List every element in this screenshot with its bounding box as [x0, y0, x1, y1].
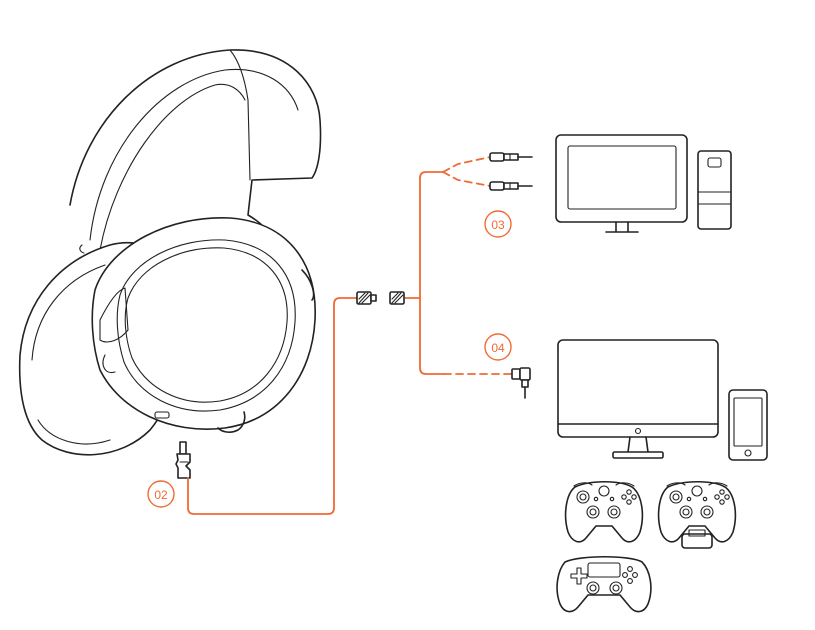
badge-03: 03: [484, 210, 512, 238]
badge-02-label: 02: [154, 488, 168, 502]
badge-04-label: 04: [491, 341, 505, 355]
smartphone-icon: [728, 389, 768, 461]
monitor-icon: [555, 134, 688, 233]
xbox-360-controller-icon: [657, 480, 737, 549]
headset-icon: [18, 49, 322, 456]
headphone-plug-icon: [489, 152, 533, 162]
cable-main: [187, 156, 513, 515]
xbox-one-controller-icon: [564, 480, 644, 543]
badge-02: 02: [147, 480, 175, 508]
headset-plug-icon: [175, 441, 191, 479]
tv-icon: [557, 339, 719, 459]
combo-plug-icon: [511, 367, 531, 399]
badge-04: 04: [484, 333, 512, 361]
pc-tower-icon: [697, 150, 732, 230]
inline-connector-icon: [389, 291, 405, 305]
ps4-controller-icon: [556, 556, 652, 613]
adapter-connector-icon: [356, 291, 377, 305]
microphone-plug-icon: [489, 181, 533, 191]
badge-03-label: 03: [491, 218, 505, 232]
